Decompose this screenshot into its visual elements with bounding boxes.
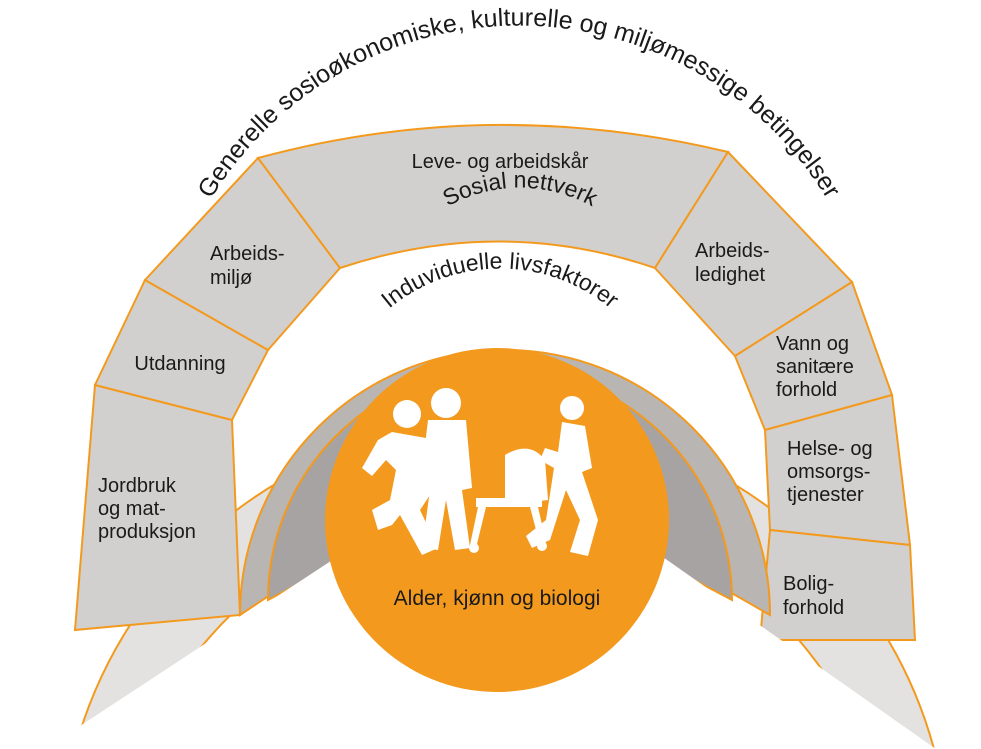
segment-label-line: Arbeids- [210, 243, 284, 265]
segment-label-line: sanitære [776, 356, 854, 378]
segment-label-line: Jordbruk [98, 475, 177, 497]
segment-label-arbeidsledighet: Arbeids- ledighet [695, 240, 775, 286]
segment-label-line: Vann og [776, 333, 849, 355]
individual-ring-label: Induviduelle livsfaktorer [376, 247, 624, 312]
segment-label-leve: Leve- og arbeidskår [412, 151, 589, 173]
runner-right-icon [526, 396, 598, 556]
segment-label-line: tjenester [787, 484, 864, 506]
segment-label-bolig: Bolig- forhold [783, 573, 844, 619]
segment-label-line: ledighet [695, 264, 766, 286]
segment-label-utdanning: Utdanning [134, 353, 225, 375]
segment-label-line: Leve- og arbeidskår [412, 151, 589, 173]
segment-label-line: og mat- [98, 498, 166, 520]
segment-label-arbeidsmiljo: Arbeids- miljø [210, 243, 290, 289]
segment-label-line: miljø [210, 267, 252, 289]
segment-label-line: produksjon [98, 521, 196, 543]
segment-label-line: Utdanning [134, 353, 225, 375]
segment-leve [256, 123, 730, 270]
walker-middle-icon [420, 388, 472, 550]
segment-label-line: forhold [783, 597, 844, 619]
segment-label-line: forhold [776, 379, 837, 401]
people-silhouettes [362, 388, 598, 556]
segment-label-helse: Helse- og omsorgs- tjenester [787, 438, 878, 506]
segment-label-line: Arbeids- [695, 240, 769, 262]
stroller-icon [469, 448, 548, 553]
segment-label-line: omsorgs- [787, 461, 870, 483]
segment-label-jordbruk: Jordbruk og mat- produksjon [98, 475, 196, 543]
center-label: Alder, kjønn og biologi [394, 587, 601, 610]
segment-label-line: Bolig- [783, 573, 834, 595]
runner-left-icon [362, 400, 438, 555]
segment-label-vann: Vann og sanitære forhold [776, 333, 859, 401]
segment-label-line: Helse- og [787, 438, 873, 460]
segment-ring [73, 123, 917, 641]
